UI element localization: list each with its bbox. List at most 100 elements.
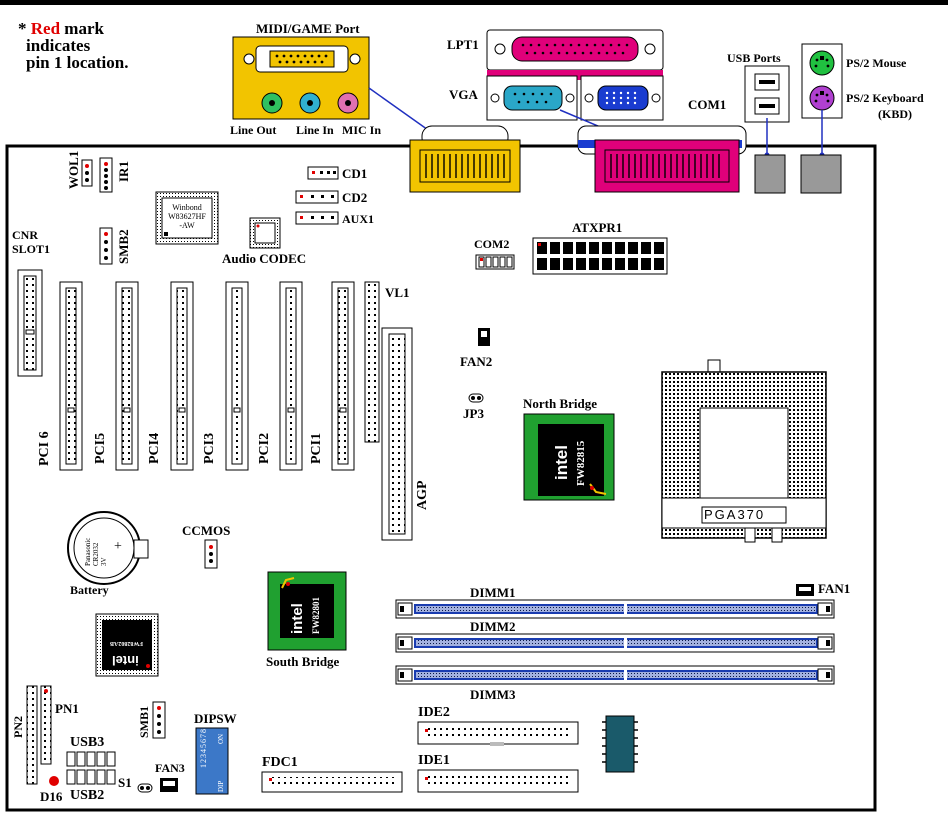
header-bar	[0, 0, 948, 5]
atxpr1-label: ATXPR1	[572, 220, 623, 235]
fwh-chip-brand: intel	[112, 653, 139, 668]
cnr-slot1	[17, 269, 43, 377]
pci6-label: PCI 6	[37, 431, 52, 466]
usb2-label: USB2	[70, 788, 105, 803]
usb3-label: USB3	[70, 735, 105, 750]
dip-numbers: 12345678	[199, 728, 208, 768]
fan2-label: FAN2	[460, 354, 493, 369]
south-bridge-chip	[267, 571, 347, 651]
dimm2-label: DIMM2	[470, 619, 516, 634]
battery-plus: +	[114, 539, 122, 554]
com2-label: COM2	[474, 237, 510, 251]
usb3-header	[66, 751, 116, 767]
lpt1-block	[486, 29, 664, 80]
winbond-line3: -AW	[179, 221, 195, 230]
note-line3: pin 1 location.	[26, 53, 129, 72]
battery-label: Battery	[70, 583, 109, 597]
dimm3-label: DIMM3	[470, 687, 516, 702]
kbd-label: (KBD)	[878, 107, 912, 121]
aux1-label: AUX1	[342, 212, 374, 226]
dip-switch	[195, 727, 229, 795]
fan1-label: FAN1	[818, 581, 851, 596]
smb2-label: SMB2	[116, 229, 131, 264]
mic-in-label: MIC In	[342, 123, 382, 137]
board-usb-connector	[754, 154, 786, 194]
ir1-label: IR1	[116, 161, 131, 182]
dimm1-slot	[395, 599, 835, 619]
north-bridge-label: North Bridge	[523, 396, 598, 411]
board-ps2-connector	[800, 154, 842, 194]
note-star: *	[18, 19, 31, 38]
battery	[67, 511, 149, 585]
ps2-keyboard-label: PS/2 Keyboard	[846, 91, 924, 105]
com2-header	[475, 254, 515, 270]
agp-label: AGP	[415, 480, 430, 510]
midi-game-port-label: MIDI/GAME Port	[256, 21, 360, 36]
cd2-label: CD2	[342, 190, 368, 205]
agp-slot	[381, 327, 413, 541]
audio-codec-label: Audio CODEC	[222, 251, 307, 266]
pga370-socket	[661, 359, 827, 543]
pci5-label: PCI5	[93, 432, 108, 464]
pci3-slot	[225, 281, 249, 471]
pci-slots	[59, 281, 355, 471]
cd1-header	[307, 166, 339, 180]
nb-chip-brand: intel	[552, 445, 571, 480]
smb1-header	[152, 701, 166, 739]
pn2-header	[26, 685, 38, 785]
wol1-label: WOL1	[66, 150, 81, 189]
pci4-label: PCI4	[147, 432, 162, 464]
fdc1-connector	[261, 771, 403, 793]
note-line2: indicates	[26, 36, 91, 55]
ps2-keyboard-port	[809, 85, 835, 111]
s1-jumper	[137, 783, 153, 793]
cd2-header	[295, 190, 339, 204]
dipsw-label: DIPSW	[194, 711, 237, 726]
nb-chip-model: FW82815	[575, 440, 587, 486]
winbond-line1: Winbond	[172, 203, 202, 212]
pci2-label: PCI2	[257, 432, 272, 464]
dip-text: DIP	[217, 780, 225, 792]
fwh-chip-model: FW82802AB	[110, 640, 143, 646]
cnr-slot1-label: CNR SLOT1	[12, 228, 50, 256]
winbond-chip-text: Winbond W83627HF -AW	[163, 203, 211, 230]
ir1-header	[99, 157, 113, 193]
dip-on: ON	[217, 733, 225, 744]
cnr-slot1-label-line1: CNR	[12, 228, 38, 242]
fan3-label: FAN3	[155, 761, 185, 775]
atxpr1-connector	[532, 237, 668, 275]
battery-print: Panasonic CR2032 3V	[84, 538, 108, 566]
south-bridge-label: South Bridge	[266, 654, 340, 669]
sb-chip-model: FW82801	[311, 597, 321, 634]
bios-chip	[602, 715, 638, 773]
smb1-label: SMB1	[137, 705, 151, 738]
pci6-slot	[59, 281, 83, 471]
ccmos-label: CCMOS	[182, 523, 231, 538]
pin1-note: * Red mark indicates pin 1 location.	[18, 20, 129, 71]
ps2-block	[801, 43, 843, 119]
note-line1-rest: mark	[60, 19, 104, 38]
ide1-connector	[417, 769, 579, 793]
com1-label: COM1	[688, 97, 727, 112]
pci3-label: PCI3	[202, 432, 217, 464]
pci5-slot	[115, 281, 139, 471]
battery-model: CR2032	[92, 542, 100, 566]
fan1-header	[796, 584, 814, 596]
winbond-line2: W83627HF	[168, 212, 206, 221]
ps2-mouse-label: PS/2 Mouse	[846, 56, 907, 70]
smb2-header	[99, 227, 113, 265]
winbond-chip	[155, 191, 219, 245]
aux1-header	[295, 211, 339, 225]
jp3-jumper	[468, 393, 484, 403]
pci4-slot	[170, 281, 194, 471]
ps2-mouse-port	[809, 50, 835, 76]
midi-game-port-block	[232, 36, 370, 120]
note-red-word: Red	[30, 19, 61, 38]
vga-com1-block	[486, 75, 664, 121]
vl1-label: VL1	[385, 285, 410, 300]
board-lpt-connector	[577, 125, 747, 193]
fan2-header	[478, 328, 490, 346]
lpt1-label: LPT1	[447, 37, 479, 52]
